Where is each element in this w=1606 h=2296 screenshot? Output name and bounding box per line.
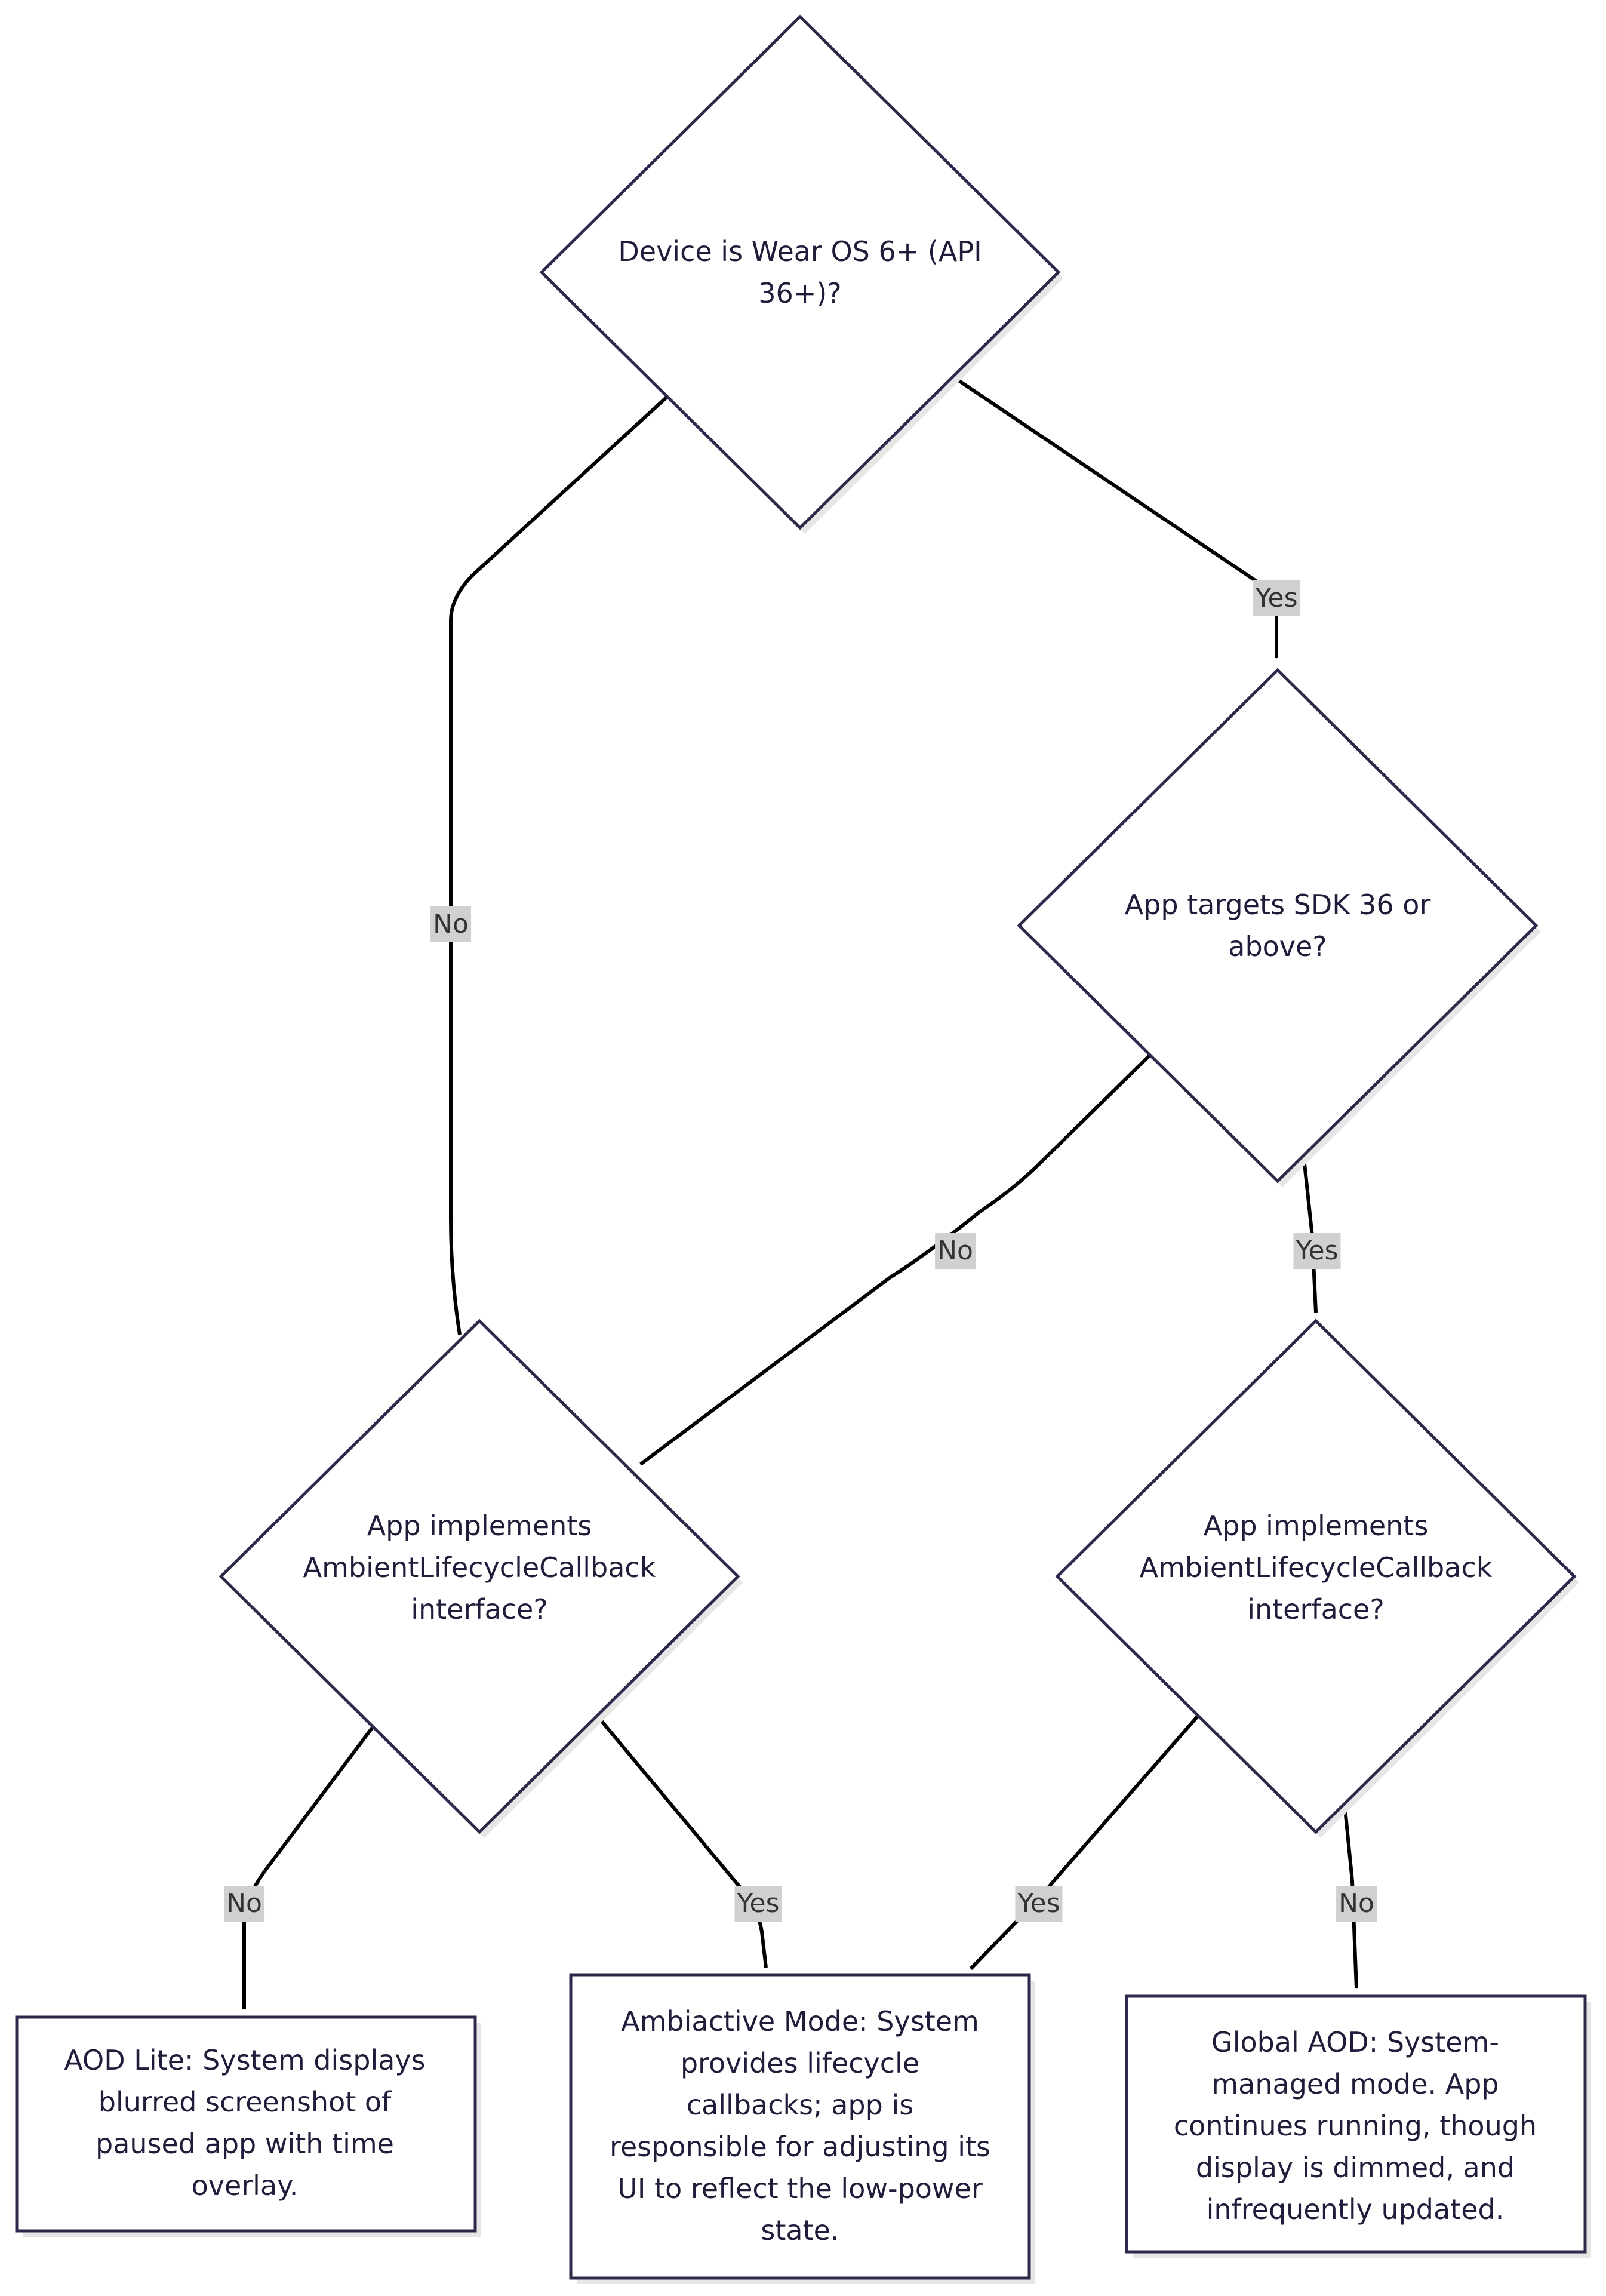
edge-right-yes — [969, 1714, 1200, 1971]
edge-sdk-no — [639, 1054, 1151, 1466]
edge-wear-yes — [951, 374, 1278, 659]
result-ambiactive-label: Ambiactive Mode: System provides lifecyc… — [609, 2005, 991, 2246]
edge-left-no — [242, 1725, 376, 2010]
decision-callback-left — [219, 1318, 740, 1834]
edge-right-no — [1343, 1803, 1358, 1989]
result-global-aod — [1125, 1994, 1587, 2254]
edge-label-wear-no: No — [430, 906, 471, 942]
edge-label-left-no: No — [224, 1886, 264, 1922]
edge-wear-no — [449, 395, 669, 1335]
decision-wear-os — [539, 14, 1061, 530]
edge-label-left-yes: Yes — [734, 1886, 782, 1922]
edge-label-wear-yes: Yes — [1253, 580, 1300, 616]
decision-target-sdk-label: App targets SDK 36 or above? — [1124, 889, 1431, 963]
result-ambiactive — [569, 1973, 1031, 2280]
edge-label-sdk-yes: Yes — [1293, 1233, 1341, 1269]
decision-wear-os-label: Device is Wear OS 6+ (API 36+)? — [618, 235, 982, 309]
edge-label-right-no: No — [1336, 1886, 1377, 1922]
decision-callback-right — [1055, 1318, 1577, 1834]
result-aod-lite — [15, 2015, 477, 2233]
edge-label-right-yes: Yes — [1015, 1886, 1063, 1922]
result-aod-lite-label: AOD Lite: System displays blurred screen… — [64, 2044, 426, 2202]
edge-label-sdk-no: No — [935, 1233, 976, 1269]
decision-callback-right-label: App implements AmbientLifecycleCallback … — [1139, 1510, 1493, 1625]
result-global-aod-label: Global AOD: System-managed mode. App con… — [1173, 2026, 1537, 2226]
edge-left-yes — [595, 1714, 768, 1968]
decision-target-sdk — [1017, 668, 1539, 1184]
edge-sdk-yes — [1302, 1152, 1318, 1313]
decision-callback-left-label: App implements AmbientLifecycleCallback … — [303, 1510, 656, 1625]
